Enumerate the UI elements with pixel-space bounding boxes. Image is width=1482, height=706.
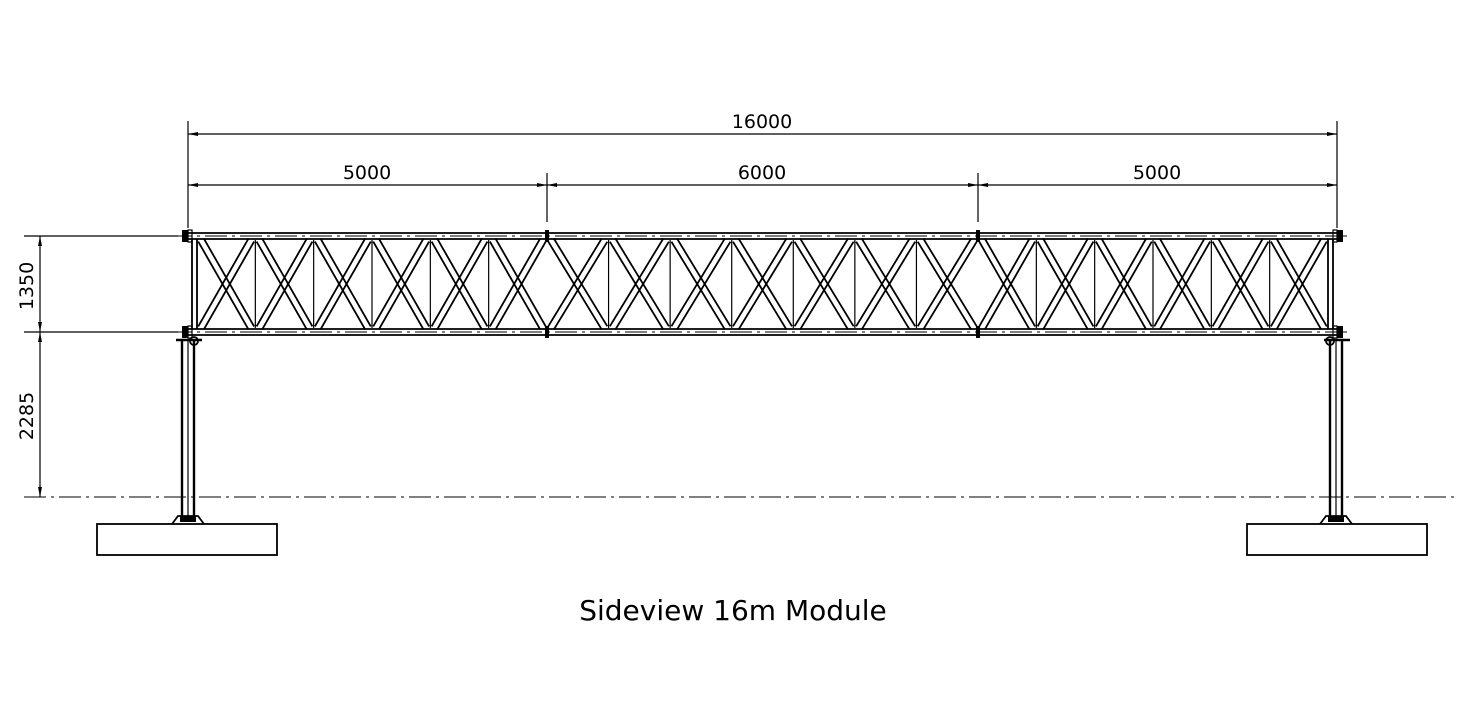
- brace-member: [319, 241, 372, 331]
- brace-member: [793, 241, 849, 331]
- brace-member: [916, 241, 973, 331]
- brace-member: [860, 241, 916, 331]
- brace-member: [261, 237, 314, 327]
- brace-member: [670, 237, 726, 327]
- dimension-segments: 5000 6000 5000: [188, 162, 1337, 222]
- brace-member: [489, 237, 542, 327]
- brace-member: [676, 237, 732, 327]
- brace-member: [855, 241, 911, 331]
- brace-member: [494, 237, 547, 327]
- brace-member: [255, 241, 308, 331]
- brace-member: [922, 237, 978, 327]
- brace-member: [436, 241, 489, 331]
- brace-member: [614, 241, 670, 331]
- brace-member: [1100, 241, 1153, 331]
- brace-member: [1095, 237, 1148, 327]
- brace-member: [1275, 237, 1328, 327]
- brace-member: [793, 237, 849, 327]
- brace-member: [983, 237, 1036, 327]
- brace-member: [255, 237, 308, 327]
- brace-member: [494, 241, 547, 331]
- brace-member: [1036, 241, 1089, 331]
- brace-member: [1275, 241, 1328, 331]
- brace-member: [552, 241, 609, 331]
- brace-member: [1153, 241, 1206, 331]
- brace-member: [609, 241, 665, 331]
- dimension-vertical: 1350 2285: [16, 235, 178, 497]
- brace-member: [372, 237, 425, 327]
- brace-member: [489, 241, 542, 331]
- brace-member: [314, 241, 367, 331]
- brace-member: [609, 237, 665, 327]
- brace-member: [197, 241, 250, 331]
- brace-member: [319, 237, 372, 327]
- foundation-block-left: [96, 523, 278, 556]
- brace-member: [547, 241, 603, 331]
- brace-member: [552, 237, 609, 327]
- brace-member: [799, 241, 855, 331]
- brace-member: [983, 241, 1036, 331]
- brace-member: [978, 237, 1031, 327]
- brace-member: [737, 237, 793, 327]
- brace-member: [1270, 241, 1323, 331]
- brace-member: [614, 237, 670, 327]
- brace-member: [732, 237, 788, 327]
- brace-member: [922, 241, 978, 331]
- brace-member: [202, 237, 255, 327]
- brace-member: [372, 241, 425, 331]
- brace-member: [377, 241, 430, 331]
- dimension-segment-right-label: 5000: [1133, 162, 1181, 184]
- brace-member: [1158, 237, 1211, 327]
- brace-member: [1100, 237, 1153, 327]
- brace-member: [1036, 237, 1089, 327]
- brace-member: [1158, 241, 1211, 331]
- brace-member: [1211, 237, 1264, 327]
- brace-member: [377, 237, 430, 327]
- dimension-overall: 16000: [187, 111, 1338, 228]
- brace-member: [978, 241, 1031, 331]
- dimension-overall-label: 16000: [732, 111, 792, 133]
- brace-member: [547, 237, 603, 327]
- brace-member: [202, 241, 255, 331]
- truss-top-chord: [170, 232, 1352, 240]
- brace-member: [314, 237, 367, 327]
- dimension-segment-left-label: 5000: [343, 162, 391, 184]
- brace-member: [197, 237, 250, 327]
- truss-diagonal-bracing: [197, 237, 1328, 331]
- brace-member: [1270, 237, 1323, 327]
- support-column-right: [1319, 336, 1353, 525]
- brace-member: [261, 241, 314, 331]
- brace-member: [676, 241, 732, 331]
- brace-member: [430, 241, 483, 331]
- brace-member: [1095, 241, 1148, 331]
- brace-member: [860, 237, 916, 327]
- truss-end-posts: [191, 239, 1334, 329]
- truss-connectors: [182, 229, 1343, 339]
- dimension-truss-height-label: 1350: [16, 262, 38, 310]
- truss-bottom-chord: [170, 328, 1352, 336]
- brace-member: [1153, 237, 1206, 327]
- brace-member: [1042, 241, 1095, 331]
- foundation-block-right: [1246, 523, 1428, 556]
- brace-member: [1211, 241, 1264, 331]
- brace-member: [1217, 237, 1270, 327]
- dimension-clearance-label: 2285: [16, 392, 38, 440]
- brace-member: [799, 237, 855, 327]
- brace-member: [855, 237, 911, 327]
- drawing-title: Sideview 16m Module: [579, 594, 887, 627]
- brace-member: [1217, 241, 1270, 331]
- brace-member: [1042, 237, 1095, 327]
- brace-member: [670, 241, 726, 331]
- brace-member: [436, 237, 489, 327]
- brace-member: [916, 237, 973, 327]
- dimension-segment-middle-label: 6000: [738, 162, 786, 184]
- brace-member: [732, 241, 788, 331]
- support-column-left: [171, 336, 205, 525]
- brace-member: [737, 241, 793, 331]
- brace-member: [430, 237, 483, 327]
